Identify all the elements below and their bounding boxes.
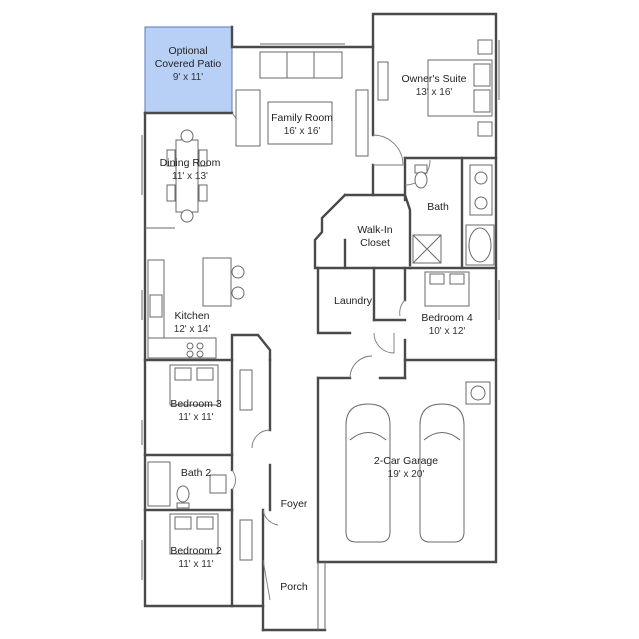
- room-label-bedroom-4: Bedroom 4 10' x 12': [421, 312, 472, 338]
- fixtures: [147, 39, 495, 561]
- foyer-name: Foyer: [280, 498, 308, 510]
- owners-suite-dimensions: 13' x 16': [415, 87, 453, 98]
- family-room-dimensions: 16' x 16': [283, 126, 321, 137]
- exterior-walls: [143, 12, 498, 608]
- room-label-laundry: Laundry: [334, 295, 372, 308]
- room-label-foyer: Foyer: [281, 498, 308, 511]
- closet-name-line2: Closet: [360, 237, 390, 249]
- bath-2-name: Bath 2: [180, 467, 212, 479]
- bath-name: Bath: [427, 201, 449, 213]
- covered-patio-area: [144, 26, 233, 114]
- dining-room-dimensions: 11' x 13': [172, 171, 208, 182]
- room-label-porch: Porch: [280, 581, 307, 594]
- interior-walls: [143, 45, 498, 632]
- room-label-bedroom-3: Bedroom 3 11' x 11': [170, 398, 221, 424]
- bedroom-3-dimensions: 11' x 11': [178, 412, 214, 423]
- room-label-bath: Bath: [427, 201, 449, 214]
- bedroom-3-name: Bedroom 3: [170, 398, 222, 410]
- patio-name-line2: Covered Patio: [154, 58, 222, 70]
- room-label-patio: Optional Covered Patio 9' x 11': [155, 45, 222, 84]
- dining-room-name: Dining Room: [159, 157, 221, 169]
- bedroom-2-name: Bedroom 2: [170, 545, 222, 557]
- bedroom-4-name: Bedroom 4: [421, 312, 473, 324]
- laundry-name: Laundry: [334, 295, 372, 307]
- patio-name-line1: Optional: [168, 45, 208, 57]
- owners-suite-name: Owner's Suite: [401, 73, 467, 85]
- room-label-bedroom-2: Bedroom 2 11' x 11': [170, 545, 221, 571]
- room-label-kitchen: Kitchen 12' x 14': [174, 310, 211, 336]
- room-label-bath-2: Bath 2: [181, 467, 211, 480]
- family-room-name: Family Room: [271, 112, 333, 124]
- bedroom-2-dimensions: 11' x 11': [178, 559, 214, 570]
- room-label-garage: 2-Car Garage 19' x 20': [374, 455, 438, 481]
- kitchen-name: Kitchen: [174, 310, 210, 322]
- room-label-owners-suite: Owner's Suite 13' x 16': [401, 73, 466, 99]
- patio-dimensions: 9' x 11': [172, 72, 204, 83]
- bedroom-4-dimensions: 10' x 12': [428, 326, 466, 337]
- garage-dimensions: 19' x 20': [387, 469, 425, 480]
- doors: [231, 112, 431, 601]
- kitchen-dimensions: 12' x 14': [173, 324, 211, 335]
- room-label-dining-room: Dining Room 11' x 13': [160, 157, 221, 183]
- porch-name: Porch: [280, 581, 308, 593]
- garage-name: 2-Car Garage: [373, 455, 439, 467]
- windows: [141, 40, 500, 580]
- room-label-walk-in-closet: Walk-In Closet: [357, 224, 392, 250]
- closet-name-line1: Walk-In: [357, 224, 393, 236]
- room-label-family-room: Family Room 16' x 16': [271, 112, 333, 138]
